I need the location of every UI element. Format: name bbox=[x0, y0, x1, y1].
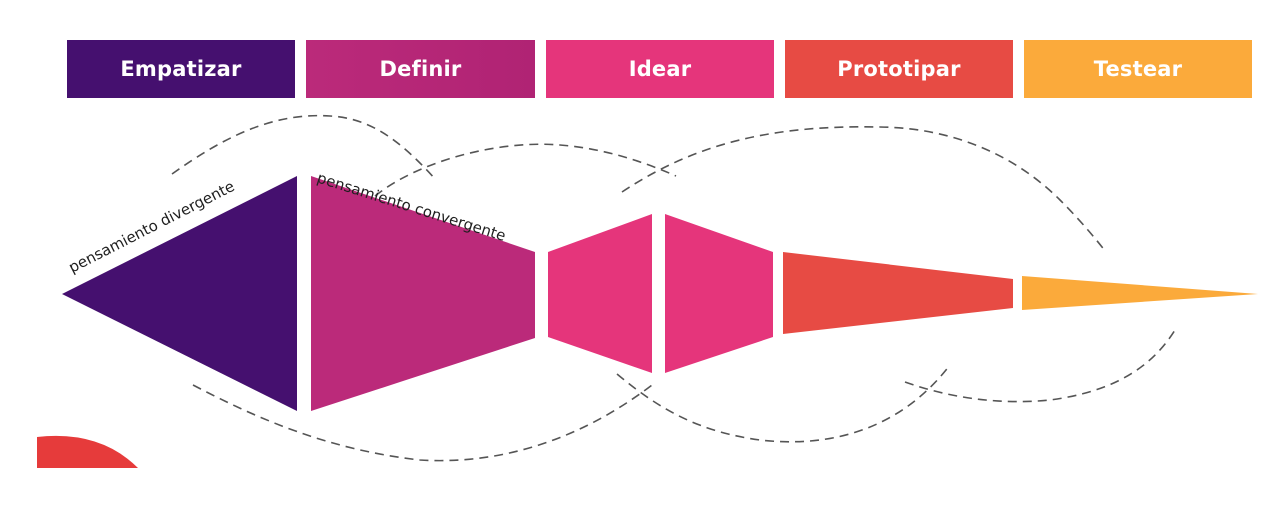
dashed-line-6 bbox=[904, 329, 1176, 403]
phase-testear: Testear bbox=[1024, 40, 1252, 98]
empatizar-shape bbox=[62, 176, 297, 411]
dashed-line-2 bbox=[374, 143, 677, 197]
prototipar-shape bbox=[783, 252, 1013, 334]
corner-accent-shape bbox=[37, 435, 138, 468]
dashed-line-4 bbox=[192, 384, 653, 462]
phase-empatizar: Empatizar bbox=[67, 40, 295, 98]
dashed-line-5 bbox=[616, 364, 951, 443]
idear-shape-left bbox=[548, 214, 652, 373]
phase-prototipar-label: Prototipar bbox=[837, 57, 961, 81]
phase-idear-label: Idear bbox=[628, 57, 692, 81]
dashed-line-1 bbox=[171, 114, 437, 181]
idear-shape-right bbox=[665, 214, 773, 373]
dashed-connectors bbox=[171, 114, 1176, 462]
phase-definir-label: Definir bbox=[379, 57, 462, 81]
testear-shape bbox=[1022, 276, 1258, 310]
phase-empatizar-label: Empatizar bbox=[120, 57, 242, 81]
phase-prototipar: Prototipar bbox=[785, 40, 1013, 98]
dashed-line-3 bbox=[621, 126, 1107, 253]
definir-shape bbox=[311, 176, 535, 411]
phase-idear: Idear bbox=[546, 40, 774, 98]
phase-testear-label: Testear bbox=[1093, 57, 1183, 81]
phase-definir: Definir bbox=[306, 40, 535, 98]
